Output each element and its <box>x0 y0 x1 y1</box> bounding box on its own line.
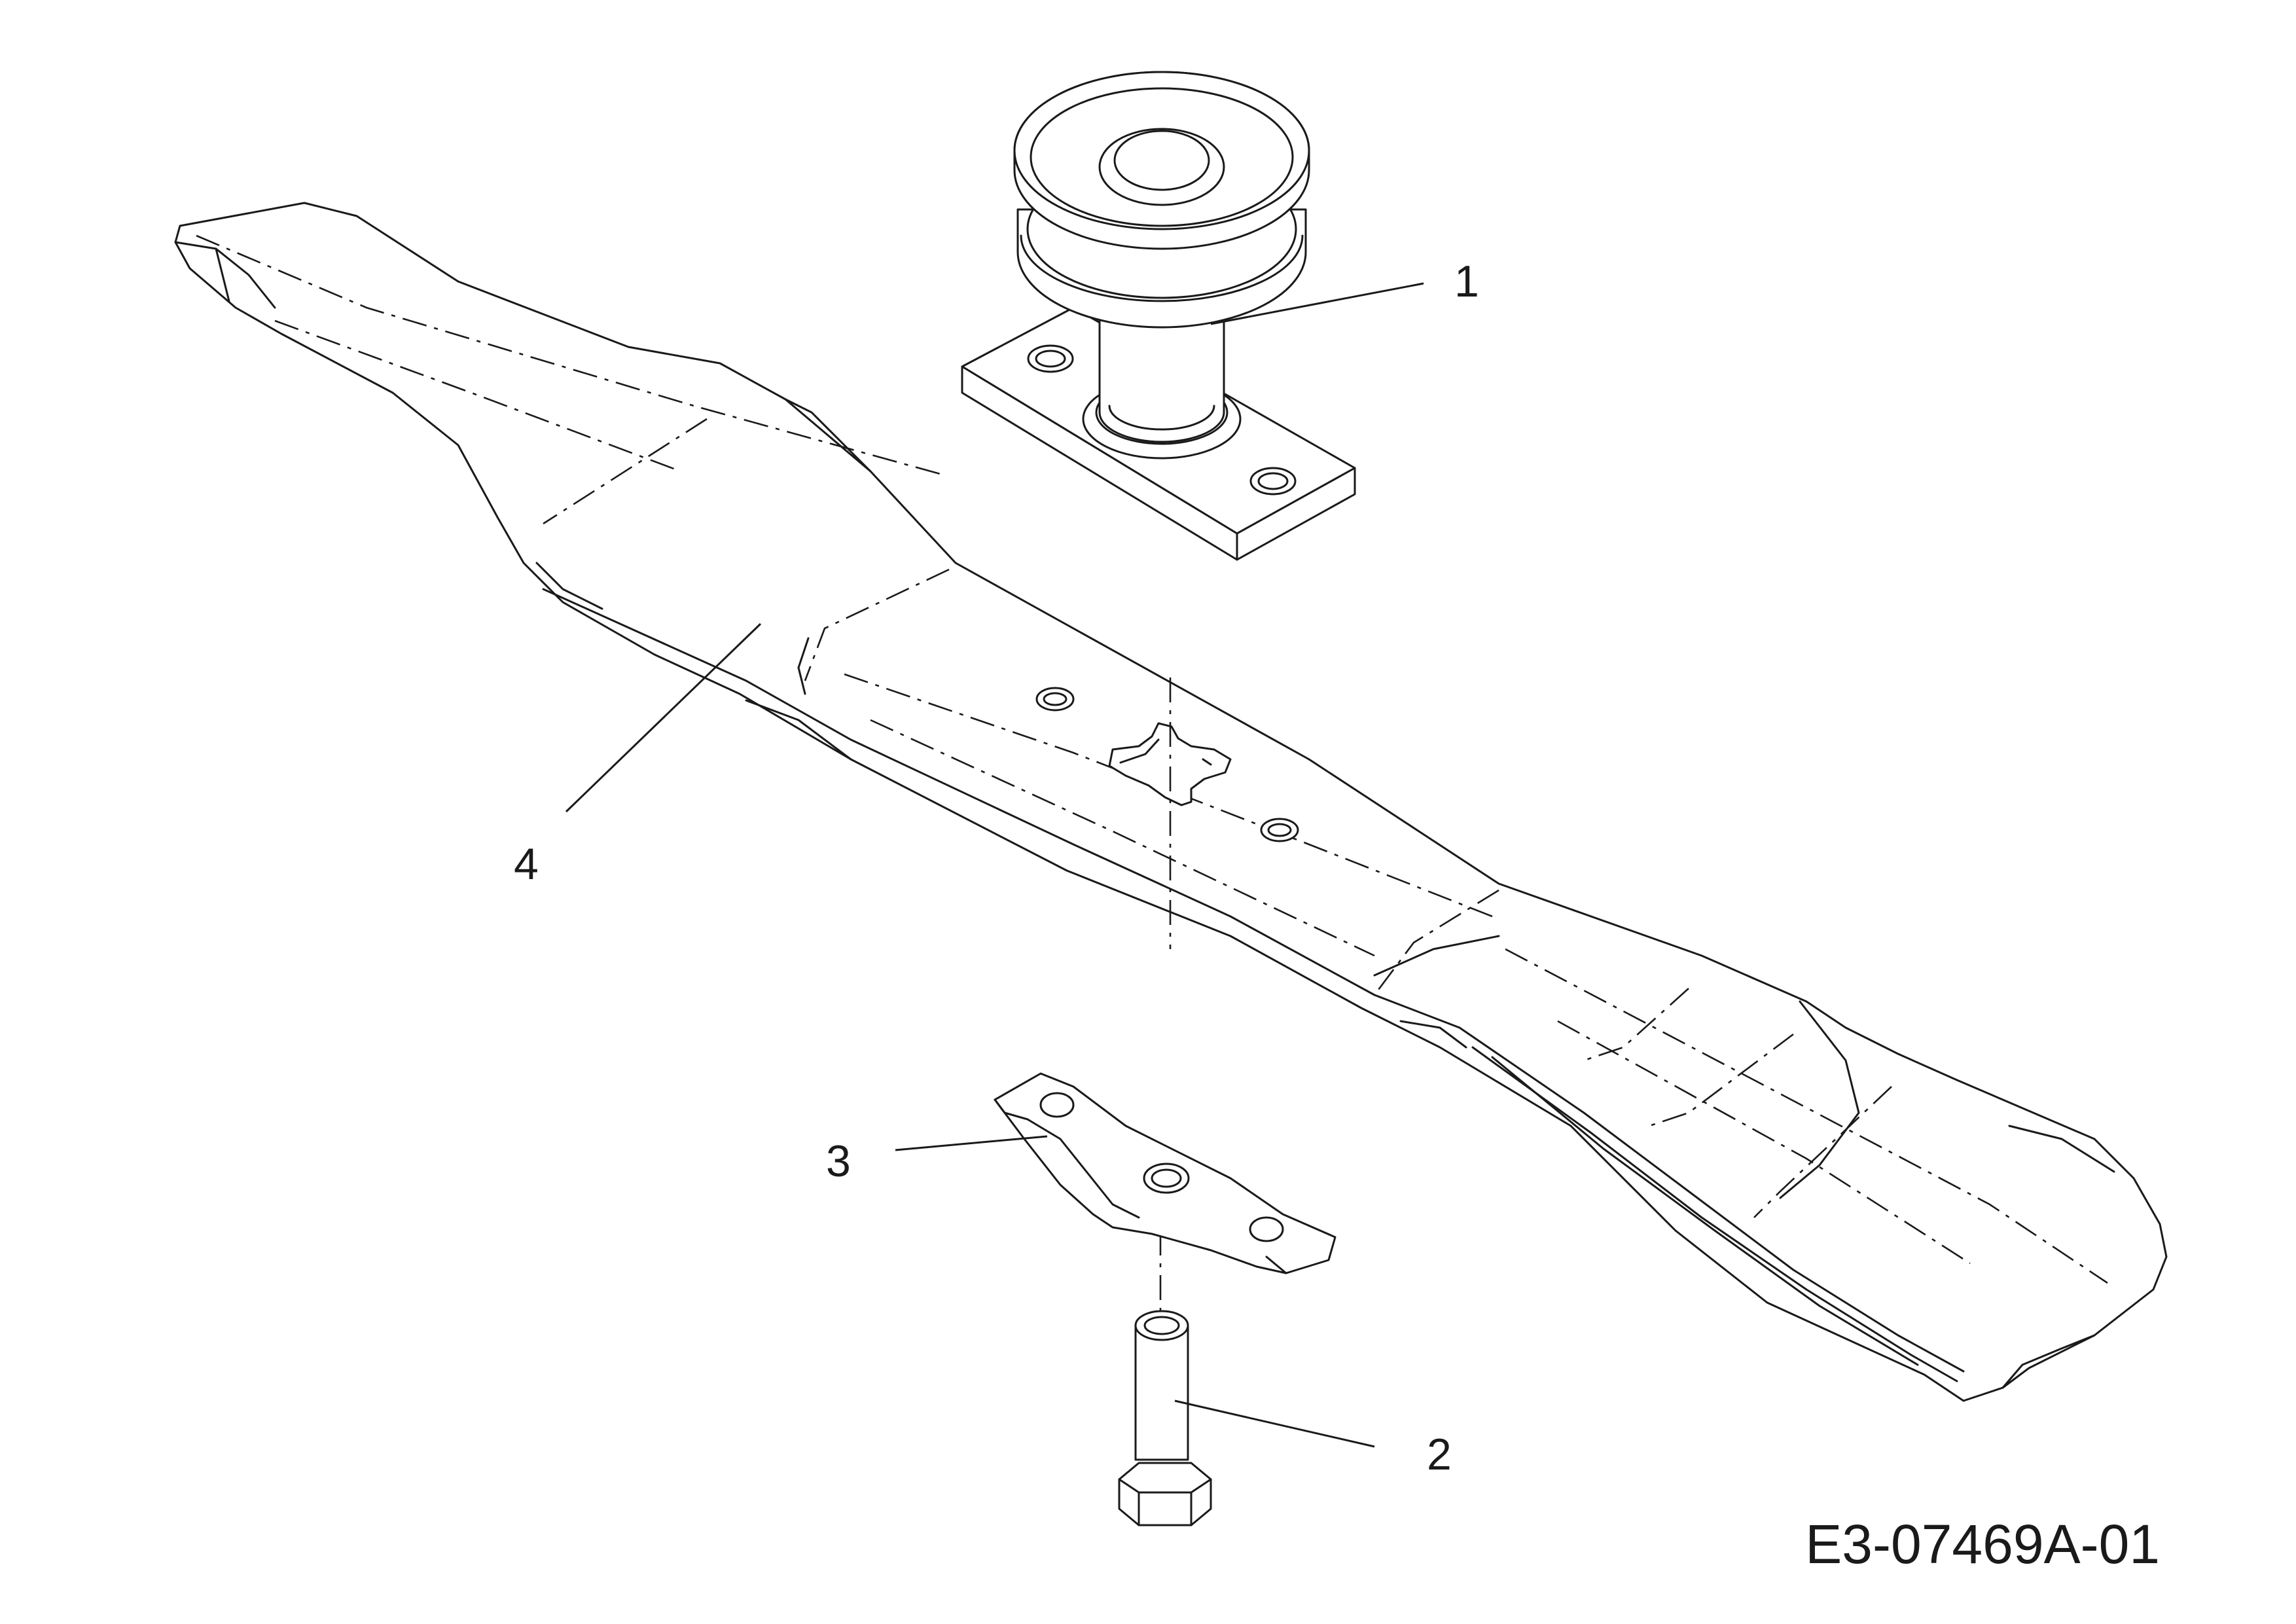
leader-line-3 <box>895 1135 1048 1151</box>
blade-adapter[interactable] <box>994 1072 1336 1274</box>
callout-3: 3 <box>826 1136 851 1186</box>
plate-hole-left <box>1027 344 1074 373</box>
callout-2: 2 <box>1427 1430 1452 1479</box>
leader-line-1 <box>1210 282 1424 325</box>
spindle-pulley[interactable] <box>961 71 1356 561</box>
blade-star-hole <box>1108 722 1232 806</box>
blade-hole-left <box>1035 687 1075 712</box>
blade-hole-right <box>1260 818 1299 842</box>
leader-line-2 <box>1174 1399 1375 1448</box>
leader-line-4 <box>565 623 762 813</box>
adapter-hole-center <box>1143 1163 1190 1194</box>
plate-hole-right <box>1249 467 1297 496</box>
adapter-pin-right <box>1249 1216 1284 1242</box>
drawing-code: E3-07469A-01 <box>1805 1513 2160 1575</box>
callout-4: 4 <box>514 839 539 889</box>
blade-bolt[interactable] <box>1118 1310 1212 1526</box>
callout-1: 1 <box>1454 257 1479 306</box>
adapter-pin-left <box>1039 1092 1075 1118</box>
